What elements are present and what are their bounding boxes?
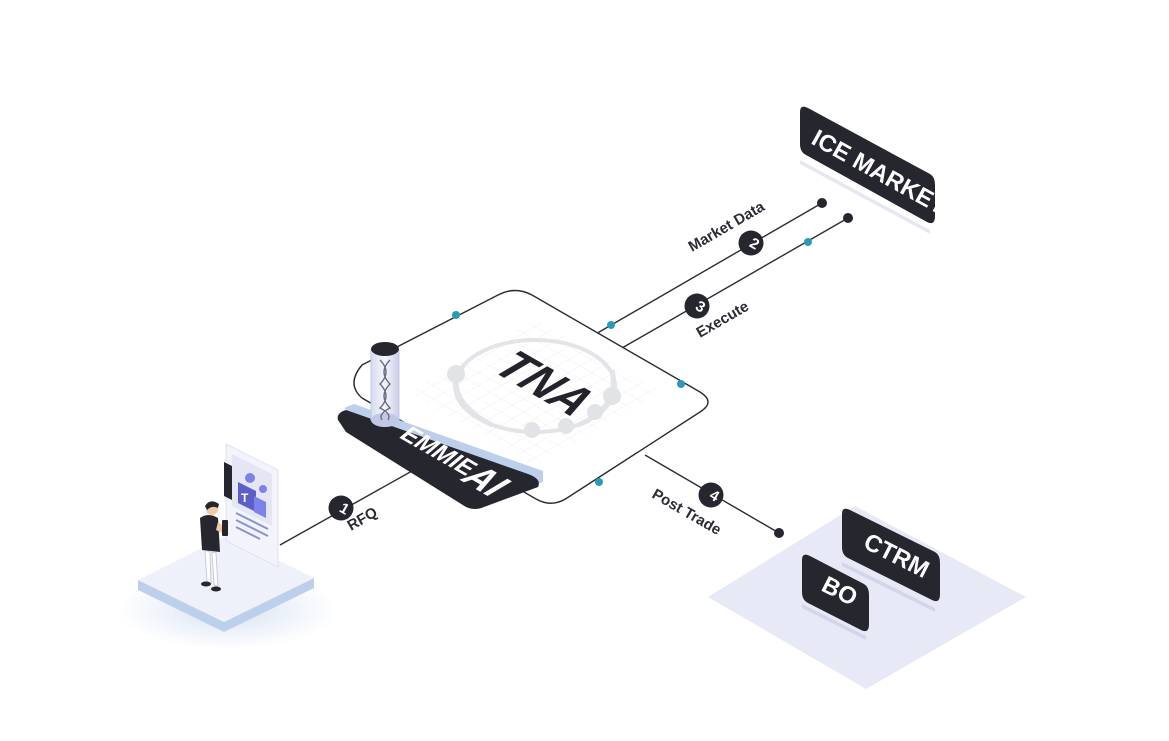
ctrm-shadow (842, 562, 935, 612)
bo-shadow (802, 604, 866, 640)
accent-dot (677, 380, 685, 388)
svg-text:T: T (241, 491, 249, 505)
backoffice-platform: CTRM BO (708, 506, 1026, 689)
person-icon (200, 501, 228, 592)
market-data-connector (593, 202, 823, 336)
ice-market-shadow (800, 160, 930, 234)
tna-hub: TNA (353, 238, 812, 504)
hub-accent-dots (452, 238, 812, 486)
step-market-data: 2 Market Data (686, 198, 768, 256)
step-badge (738, 230, 764, 256)
execute-connector (621, 217, 849, 349)
step-badge (328, 495, 354, 521)
teams-panel: T (224, 443, 279, 568)
ring-nodes (447, 365, 621, 438)
ice-market-box: ICE MARKET (800, 106, 951, 234)
teams-logo-icon: T (238, 473, 267, 518)
accent-dot (452, 311, 460, 319)
emmie-plate (337, 410, 539, 509)
connector-endpoints (774, 198, 853, 538)
accent-dot (595, 478, 603, 486)
step-execute: 3 Execute (684, 293, 752, 341)
step-rfq: 1 RFQ (328, 495, 381, 534)
market-data-endpoint (817, 198, 827, 208)
dna-cylinder-icon (370, 342, 400, 427)
post-trade-endpoint (774, 528, 784, 538)
ice-market-plate (800, 106, 935, 224)
ctrm-plate (842, 508, 940, 602)
step-badge (698, 482, 724, 508)
bo-plate (802, 554, 869, 632)
step-badge (684, 293, 710, 319)
accent-dot (804, 238, 812, 246)
execute-endpoint (843, 213, 853, 223)
user-platform: T (118, 443, 338, 650)
accent-dot (607, 321, 615, 329)
user-platform-side (138, 578, 314, 632)
step-post-trade: 4 Post Trade (649, 482, 724, 539)
